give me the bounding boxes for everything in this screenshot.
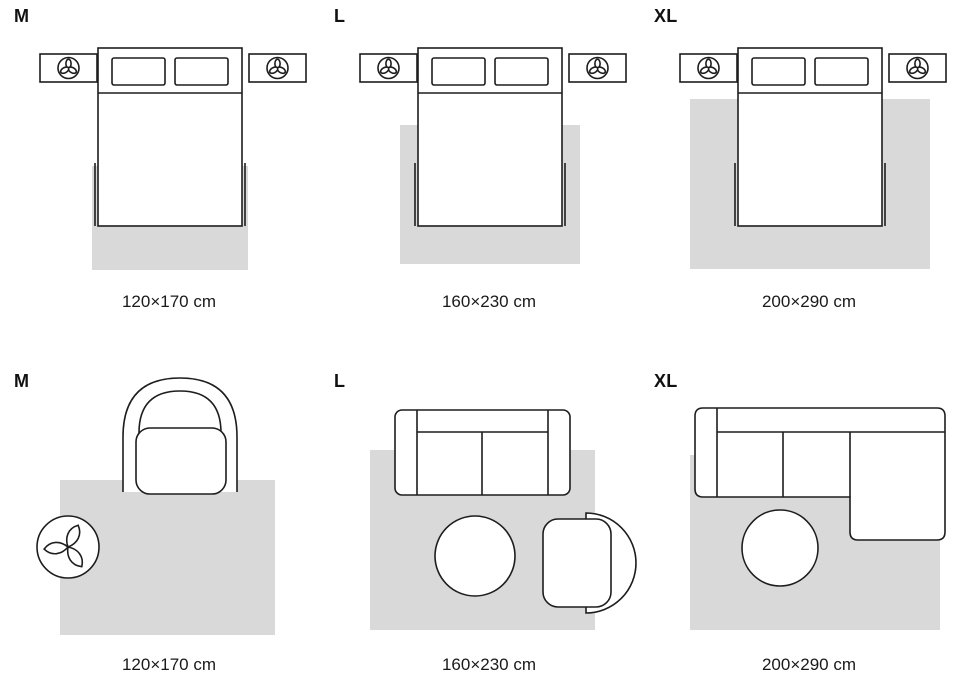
size-label: M: [14, 371, 30, 391]
nightstand-plant-icon: [888, 53, 947, 83]
nightstand-plant-icon: [679, 53, 738, 83]
pouf-illustration: [434, 515, 516, 597]
bed-illustration: [414, 47, 566, 227]
size-label: M: [14, 6, 30, 26]
rug-dimensions-caption: 160×230 cm: [441, 292, 537, 311]
bedroom-scene-illustration: [679, 47, 947, 269]
rug-dimensions-caption: 120×170 cm: [121, 655, 217, 674]
panel-bedroom-m: M 120×170 cm: [0, 0, 320, 345]
rug-dimensions-caption: 200×290 cm: [761, 292, 857, 311]
bed-illustration: [734, 47, 886, 227]
living-room-scene-illustration: [36, 377, 275, 635]
bedroom-size-row: M 120×170 cm L 160×230 cm XL: [0, 0, 960, 345]
panel-living-xl: XL 200×290 cm: [640, 345, 960, 690]
nightstand-plant-icon: [568, 53, 627, 83]
nightstand-plant-icon: [39, 53, 98, 83]
rug-dimensions-caption: 200×290 cm: [761, 655, 857, 674]
sofa-illustration: [394, 409, 571, 496]
sectional-sofa-illustration: [694, 407, 946, 541]
panel-bedroom-xl: XL 200×290 cm: [640, 0, 960, 345]
armchair-illustration: [542, 512, 637, 614]
living-room-scene-illustration: [690, 407, 946, 630]
bed-illustration: [94, 47, 246, 227]
pouf-illustration: [741, 509, 819, 587]
panel-living-m: M 120×170 cm: [0, 345, 320, 690]
armchair-illustration: [122, 377, 238, 495]
bedroom-scene-illustration: [39, 47, 307, 270]
plant-icon: [36, 515, 100, 579]
nightstand-plant-icon: [359, 53, 418, 83]
living-room-size-row: M 120×170 cm L: [0, 345, 960, 690]
nightstand-plant-icon: [248, 53, 307, 83]
panel-bedroom-l: L 160×230 cm: [320, 0, 640, 345]
living-room-scene-illustration: [370, 409, 637, 630]
size-label: L: [334, 371, 346, 391]
size-label: L: [334, 6, 346, 26]
rug-dimensions-caption: 160×230 cm: [441, 655, 537, 674]
size-label: XL: [654, 371, 678, 391]
panel-living-l: L 160×230 cm: [320, 345, 640, 690]
rug-dimensions-caption: 120×170 cm: [121, 292, 217, 311]
size-label: XL: [654, 6, 678, 26]
bedroom-scene-illustration: [359, 47, 627, 264]
